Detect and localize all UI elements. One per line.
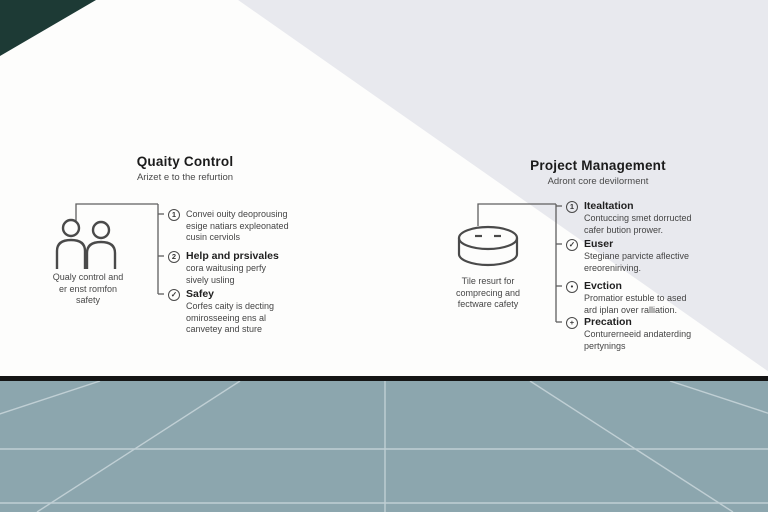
connector-lines [75, 203, 562, 323]
list-item: 2 Help and prsivales cora waitusing perf… [168, 250, 344, 286]
list-item: 1 Itealtation Contuccing smet dorructed … [566, 200, 754, 236]
left-subtitle: Arizet e to the refurtion [136, 172, 234, 183]
item-body: Conturerneeid andaterding pertynings [584, 329, 692, 351]
item-title: Help and prsivales [186, 250, 279, 262]
item-body: Contuccing smet dorructed cafer bution p… [584, 213, 692, 235]
item-marker-icon: • [566, 281, 578, 293]
list-item: • Evction Promatior estuble to ased ard … [566, 280, 754, 316]
left-title-block: Quaity Control Arizet e to the refurtion [90, 154, 280, 183]
item-body: cora waitusing perfy sively usling [186, 263, 267, 285]
item-marker-icon: + [566, 317, 578, 329]
right-title-block: Project Management Adront core devilorme… [458, 158, 738, 187]
left-icon-label: Qualy control and er enst romfon safety [52, 272, 124, 305]
list-item: ✓ Euser Stegiane parvicte aflective ereo… [566, 238, 754, 274]
item-marker-icon: 2 [168, 251, 180, 263]
item-title: Itealtation [584, 200, 634, 212]
item-title: Safey [186, 288, 215, 300]
left-title: Quaity Control [136, 154, 234, 169]
right-subtitle: Adront core devilorment [547, 176, 649, 187]
check-icon: ✓ [566, 239, 578, 251]
item-body: Stegiane parvicte aflective ereorenirivi… [584, 251, 690, 273]
list-item: ✓ Safey Corfes caity is decting omirosse… [168, 288, 344, 336]
item-body: Convei ouity deoprousing esige natiars e… [186, 209, 289, 242]
item-marker-icon: 1 [168, 209, 180, 221]
item-title: Evction [584, 280, 622, 292]
item-title: Euser [584, 238, 614, 250]
item-body: Promatior estuble to ased ard iplan over… [584, 293, 687, 315]
item-title: Precation [584, 316, 632, 328]
list-item: + Precation Conturerneeid andaterding pe… [566, 316, 754, 352]
list-item: 1 Convei ouity deoprousing esige natiars… [168, 208, 344, 244]
people-icon [48, 216, 126, 270]
item-body: Corfes caity is decting omirosseeing ens… [186, 301, 275, 334]
floor-grid [0, 381, 768, 512]
right-title: Project Management [530, 158, 666, 173]
disk-icon [455, 224, 521, 270]
check-icon: ✓ [168, 289, 180, 301]
right-icon-label: Tile resurt for comprecing and fectware … [455, 276, 521, 309]
floor [0, 376, 768, 512]
item-marker-icon: 1 [566, 201, 578, 213]
